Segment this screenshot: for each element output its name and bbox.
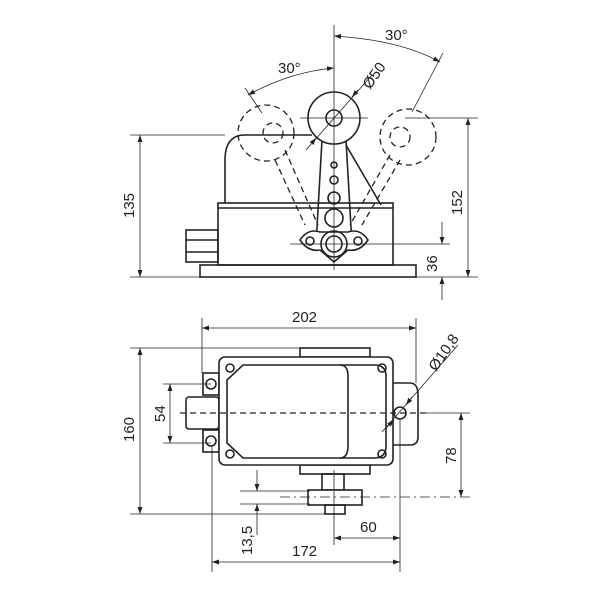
roller-plan [307, 489, 363, 506]
side-view: 30° 30° Ø50 135 152 36 [121, 25, 478, 300]
base-plate [199, 264, 417, 278]
shaft-offset-label: 60 [360, 519, 377, 536]
hole-spacing-label: 172 [292, 543, 317, 560]
roller-offset-label: 13,5 [239, 526, 256, 555]
angle-right-label: 30° [385, 27, 408, 44]
height-135-label: 135 [121, 193, 138, 218]
depth-160-label: 160 [121, 417, 138, 442]
hole-diameter-label: Ø10,8 [425, 331, 462, 374]
cable-gland [185, 229, 219, 263]
roller-diameter-label: Ø50 [359, 59, 389, 92]
gland-spacing-label: 54 [152, 405, 169, 422]
hole-offset-label: 78 [443, 447, 460, 464]
height-152-label: 152 [449, 190, 466, 215]
lever-arm [315, 139, 353, 246]
width-202-label: 202 [292, 309, 317, 326]
roller-right-position [379, 108, 437, 166]
roller-left-position [237, 104, 295, 162]
cover-plan [226, 364, 387, 459]
cover [224, 134, 312, 203]
plan-view: 202 Ø10,8 160 54 78 13,5 172 60 [121, 309, 470, 572]
switch-body-plan [218, 356, 394, 466]
angle-left-label: 30° [278, 60, 301, 77]
mounting-tab [393, 382, 419, 446]
pivot-height-label: 36 [424, 255, 441, 272]
